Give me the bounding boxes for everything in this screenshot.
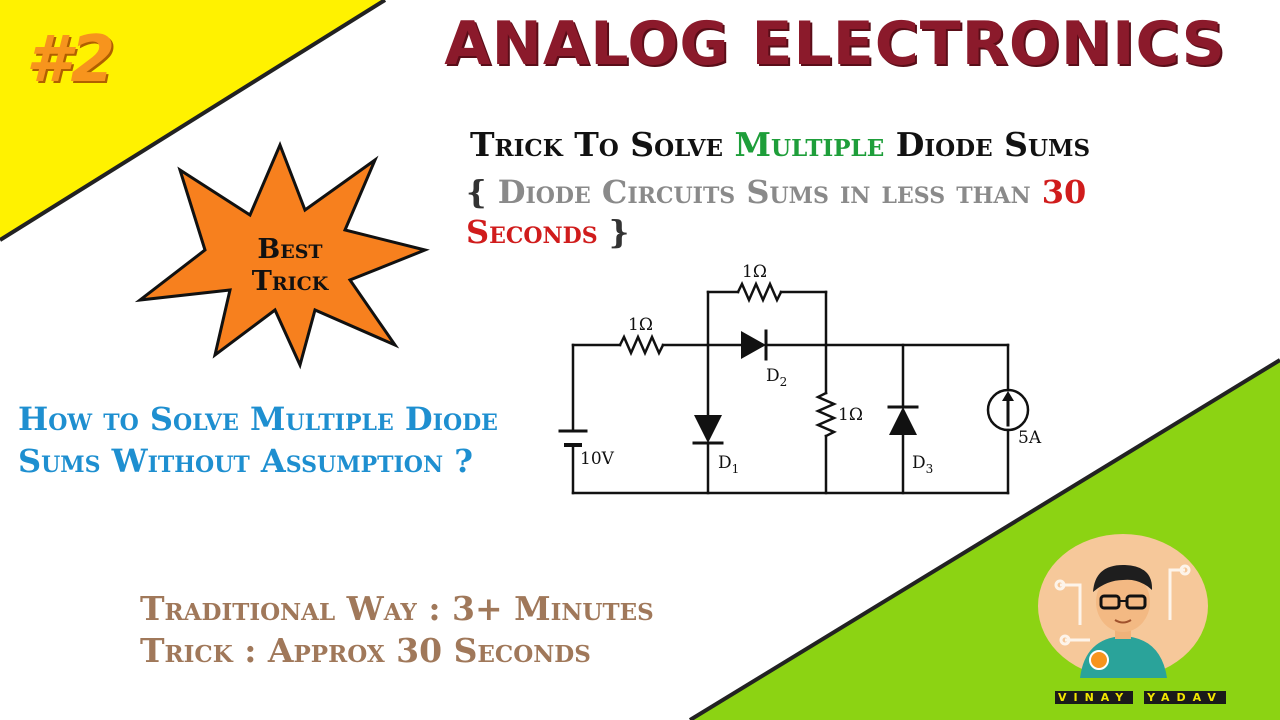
subline-text: Diode Circuits Sums in less than [497, 173, 1042, 211]
presenter-avatar [1038, 534, 1208, 678]
badge-line-2: Trick [251, 266, 329, 297]
resistor-top-label: 1Ω [742, 262, 767, 282]
d3-label: D3 [912, 453, 933, 476]
burst-star-icon [134, 141, 430, 370]
voltage-label: 10V [580, 449, 615, 469]
current-label: 5A [1018, 428, 1042, 448]
timing-trick: Trick : Approx 30 Seconds [140, 631, 591, 670]
episode-number: #2 [26, 23, 116, 97]
subline-word: Seconds [466, 213, 598, 251]
credit-last: YADAV [1144, 691, 1226, 704]
resistor-mid-label: 1Ω [838, 405, 863, 425]
question-text: How to Solve Multiple Diode Sums Without… [18, 400, 498, 480]
headline: Trick To Solve Multiple Diode Sums [470, 128, 1090, 161]
channel-credit: VINAY YADAV [1055, 690, 1226, 706]
subline-close-brace: } [597, 213, 630, 251]
timing-traditional: Traditional Way : 3+ Minutes [140, 589, 654, 628]
headline-pre: Trick To Solve [470, 125, 735, 164]
main-title: ANALOG ELECTRONICS [444, 9, 1226, 79]
diode-circuit-diagram: 1Ω 1Ω 1Ω 10V 5A D2 D1 D3 [558, 262, 1042, 495]
best-trick-badge: Best Trick [220, 234, 360, 298]
headline-post: Diode Sums [884, 125, 1091, 164]
d1-label: D1 [718, 453, 739, 476]
resistor-left-label: 1Ω [628, 315, 653, 335]
timing-info: Traditional Way : 3+ Minutes Trick : App… [140, 588, 840, 672]
subline-open-brace: { [466, 173, 498, 211]
headline-highlight: Multiple [734, 125, 885, 164]
subline-number: 30 [1041, 173, 1087, 211]
badge-line-1: Best [257, 234, 323, 265]
credit-first: VINAY [1055, 691, 1134, 704]
d2-label: D2 [766, 366, 787, 389]
